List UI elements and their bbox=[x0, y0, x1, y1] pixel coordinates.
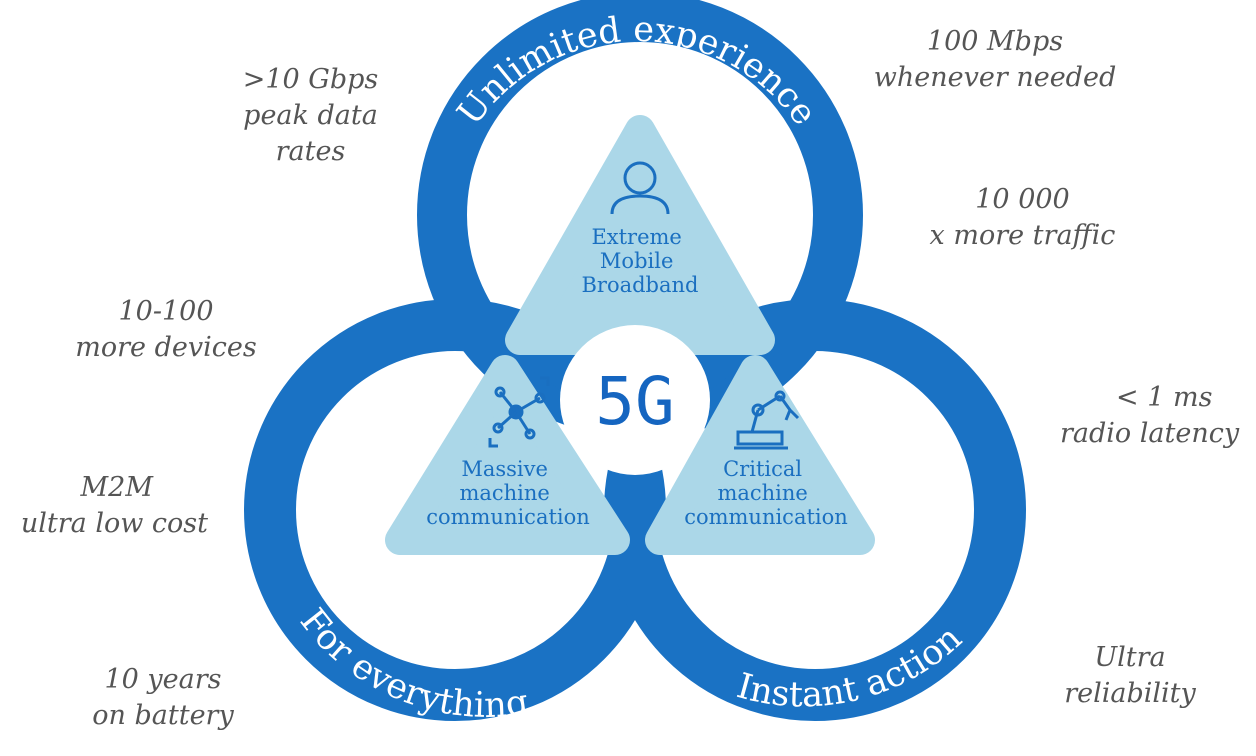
note-radio-latency: < 1 ms radio latency bbox=[1060, 382, 1240, 449]
robot-arm-icon bbox=[734, 390, 800, 450]
note-100-mbps: 100 Mbps whenever needed bbox=[873, 26, 1117, 93]
ring-band-right bbox=[604, 299, 1026, 721]
triangle-label-mmc: Massive machine communication bbox=[426, 457, 590, 529]
triangle-critical-machine bbox=[645, 355, 875, 555]
note-more-devices: 10-100 more devices bbox=[75, 296, 257, 363]
center-circle bbox=[560, 325, 710, 475]
person-icon bbox=[610, 161, 670, 215]
note-peak-data-rates: >10 Gbps peak data rates bbox=[242, 64, 379, 167]
center-5g-label: 5G bbox=[595, 363, 674, 440]
triangle-massive-machine bbox=[385, 355, 630, 555]
note-reliability: Ultra reliability bbox=[1064, 642, 1196, 709]
triangle-label-embb: Extreme Mobile Broadband bbox=[581, 225, 698, 297]
ring-label-top: Unlimited experience bbox=[450, 10, 824, 133]
note-battery: 10 years on battery bbox=[92, 664, 234, 731]
note-m2m: M2M ultra low cost bbox=[20, 472, 208, 539]
triangle-label-cmc: Critical machine communication bbox=[684, 457, 848, 529]
network-nodes-icon bbox=[488, 376, 550, 448]
note-more-traffic: 10 000 x more traffic bbox=[929, 184, 1116, 251]
